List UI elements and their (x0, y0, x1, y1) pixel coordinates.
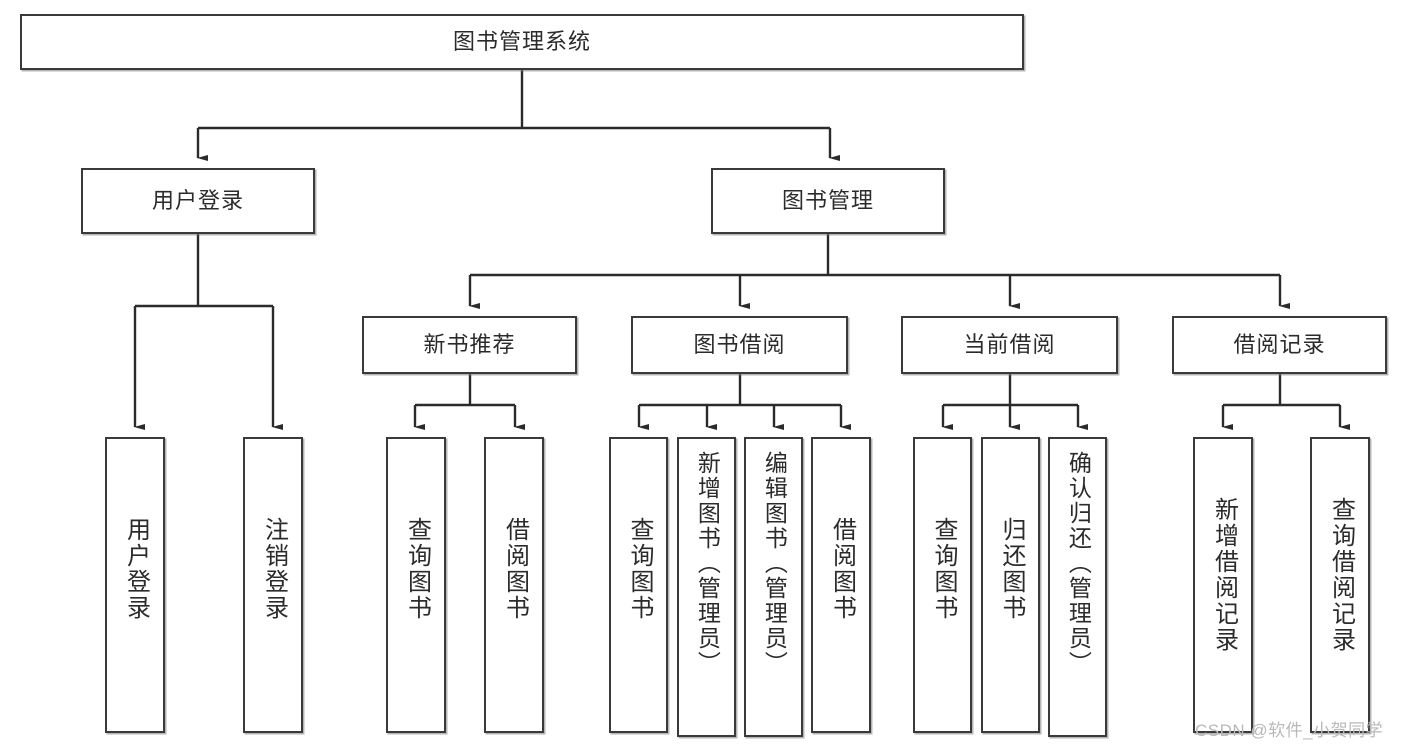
leaf-new-book-query-book[interactable]: 查询图书 (386, 437, 446, 733)
node-label: 新增借阅记录 (1210, 497, 1238, 653)
node-label: 借阅记录 (1233, 331, 1326, 357)
node-label: 当前借阅 (963, 331, 1056, 357)
node-label: 归还图书 (997, 517, 1025, 621)
node-label: 查询图书 (403, 517, 431, 621)
leaf-current-borrow-confirm-return-admin[interactable]: 确认归还（管理员） (1048, 437, 1107, 737)
node-label: 图书管理系统 (452, 28, 591, 54)
leaf-book-borrow-borrow-book[interactable]: 借阅图书 (811, 437, 871, 733)
node-label: 新增图书（管理员） (694, 451, 721, 676)
node-user-login[interactable]: 用户登录 (81, 168, 315, 234)
node-label: 借阅图书 (501, 517, 529, 621)
leaf-current-borrow-return-book[interactable]: 归还图书 (981, 437, 1040, 733)
leaf-book-borrow-add-book-admin[interactable]: 新增图书（管理员） (677, 437, 736, 737)
node-root-book-management-system[interactable]: 图书管理系统 (20, 14, 1024, 70)
node-book-borrow[interactable]: 图书借阅 (631, 316, 848, 374)
leaf-book-borrow-query-book[interactable]: 查询图书 (609, 437, 668, 733)
leaf-current-borrow-query-book[interactable]: 查询图书 (913, 437, 972, 733)
leaf-borrow-records-add-record[interactable]: 新增借阅记录 (1193, 437, 1253, 733)
node-label: 图书管理 (781, 187, 874, 213)
node-label: 查询图书 (929, 517, 957, 621)
node-current-borrow[interactable]: 当前借阅 (901, 316, 1118, 374)
node-label: 查询借阅记录 (1327, 497, 1355, 653)
node-borrow-records[interactable]: 借阅记录 (1172, 316, 1387, 374)
node-label: 图书借阅 (693, 331, 786, 357)
node-label: 确认归还（管理员） (1065, 451, 1092, 676)
leaf-user-login-logout[interactable]: 注销登录 (243, 437, 303, 733)
leaf-new-book-borrow-book[interactable]: 借阅图书 (484, 437, 544, 733)
node-label: 用户登录 (151, 187, 244, 213)
node-label: 注销登录 (260, 517, 288, 621)
leaf-book-borrow-edit-book-admin[interactable]: 编辑图书（管理员） (744, 437, 803, 737)
node-label: 查询图书 (625, 517, 653, 621)
node-label: 借阅图书 (828, 517, 856, 621)
node-book-management[interactable]: 图书管理 (711, 168, 945, 234)
node-label: 新书推荐 (423, 331, 516, 357)
node-label: 用户登录 (122, 517, 150, 621)
leaf-user-login-login[interactable]: 用户登录 (105, 437, 165, 733)
csdn-watermark: CSDN @软件_小贺同学 (1195, 721, 1384, 740)
node-new-book-recommend[interactable]: 新书推荐 (362, 316, 577, 374)
leaf-borrow-records-query-record[interactable]: 查询借阅记录 (1310, 437, 1370, 733)
node-label: 编辑图书（管理员） (761, 451, 788, 676)
